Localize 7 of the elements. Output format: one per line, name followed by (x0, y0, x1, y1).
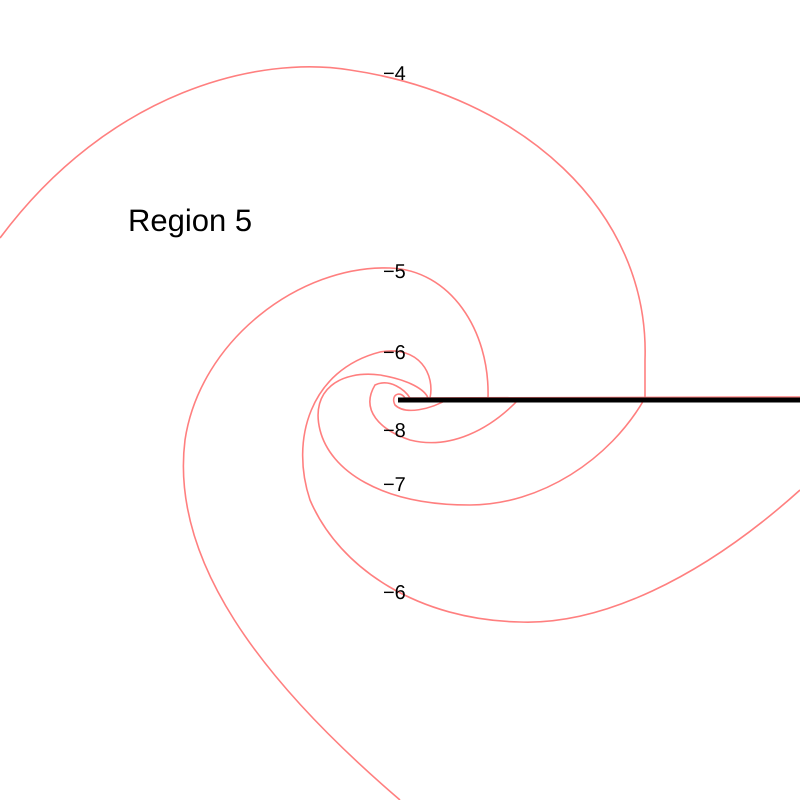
contour-label: −6 (383, 343, 406, 363)
region-label: Region 5 (128, 205, 252, 236)
contour-label: −7 (383, 475, 406, 495)
contour-label: −5 (383, 262, 406, 282)
contour-label: −4 (383, 64, 406, 84)
contour-label: −8 (383, 421, 406, 441)
contour-label: −6 (383, 583, 406, 603)
